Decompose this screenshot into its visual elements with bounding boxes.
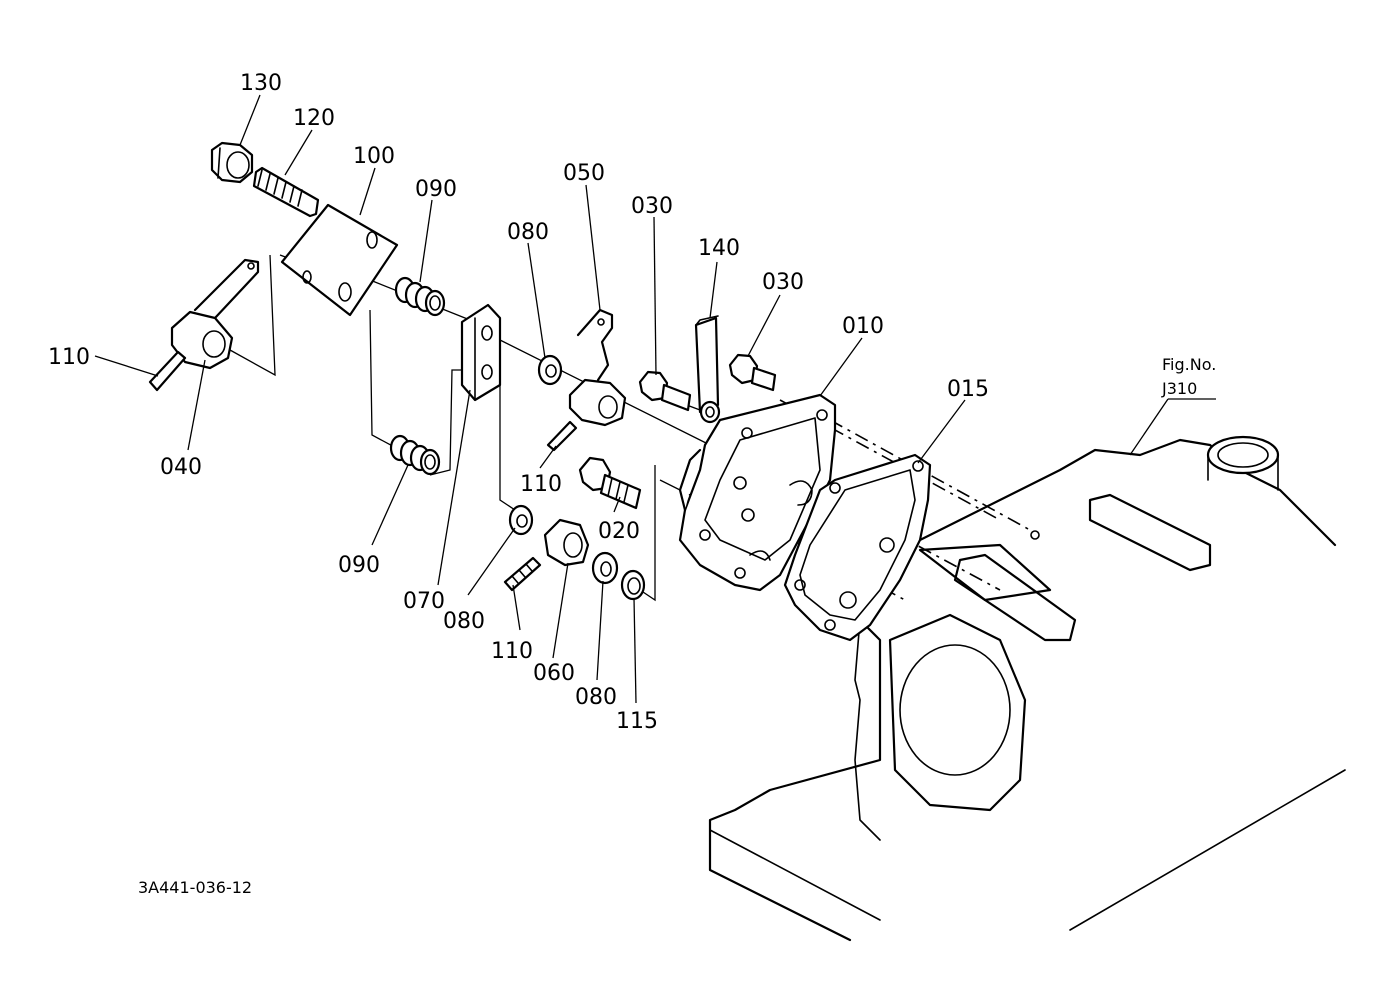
part-080-washer-a (537, 354, 563, 386)
part-110-pin-b (546, 420, 578, 452)
part-080-washer-c (591, 551, 619, 585)
part-020-bolt (578, 456, 642, 510)
callout-070: 070 (403, 589, 445, 614)
callout-040: 040 (160, 455, 202, 480)
part-090-spring-lower (389, 434, 441, 476)
callout-050: 050 (563, 161, 605, 186)
callout-015: 015 (947, 377, 989, 402)
figure-reference: Fig.No. J310 (1161, 355, 1216, 398)
part-130-nut (210, 141, 254, 184)
part-015-gasket (783, 453, 932, 642)
part-120-stud (252, 166, 320, 218)
part-115-washer (620, 569, 646, 601)
leader-lines (94, 94, 1216, 704)
part-100-bracket (280, 203, 399, 317)
part-030-bolt-b (728, 353, 777, 392)
callout-080-upper: 080 (507, 220, 549, 245)
callout-140: 140 (698, 236, 740, 261)
callout-060: 060 (533, 661, 575, 686)
callout-labels: 130 120 100 090 080 050 030 140 030 010 … (48, 71, 989, 734)
part-060-bushing (543, 518, 590, 567)
callout-110-c: 110 (491, 639, 533, 664)
callout-010: 010 (842, 314, 884, 339)
fig-label: Fig.No. (1162, 355, 1216, 374)
callout-090-lower: 090 (338, 553, 380, 578)
engine-housing (708, 435, 1346, 942)
callout-080-middle: 080 (443, 609, 485, 634)
part-010-cover-plate (678, 393, 837, 592)
part-030-bolt-a (638, 370, 692, 412)
part-040-lever (170, 258, 260, 370)
callout-110-a: 110 (48, 345, 90, 370)
part-110-pin-a (148, 350, 187, 392)
callout-090-upper: 090 (415, 177, 457, 202)
part-110-pin-c (503, 556, 542, 592)
callout-030-b: 030 (762, 270, 804, 295)
callout-100: 100 (353, 144, 395, 169)
fig-number: J310 (1161, 379, 1197, 398)
callout-130: 130 (240, 71, 282, 96)
part-140-strip (694, 315, 721, 424)
callout-115: 115 (616, 709, 658, 734)
drawing-code: 3A441-036-12 (138, 878, 252, 897)
part-090-spring-upper (394, 276, 446, 317)
callout-120: 120 (293, 106, 335, 131)
callout-030-a: 030 (631, 194, 673, 219)
callout-080-lower: 080 (575, 685, 617, 710)
part-080-washer-b (508, 504, 534, 536)
callout-020: 020 (598, 519, 640, 544)
callout-110-b: 110 (520, 472, 562, 497)
part-070-plate (460, 303, 502, 402)
part-050-bracket (568, 308, 627, 427)
